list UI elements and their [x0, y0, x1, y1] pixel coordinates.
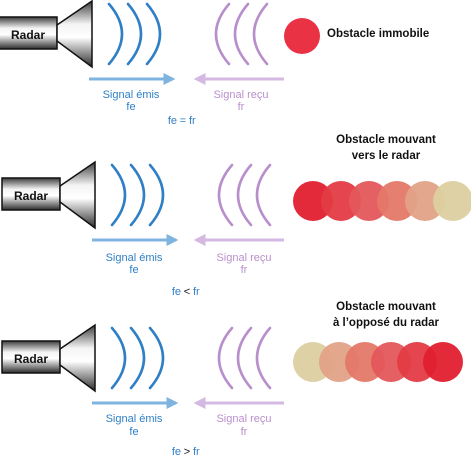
emitted-label: Signal émis — [103, 89, 160, 101]
formula-left: fe — [168, 115, 177, 127]
received-label: Signal reçu — [213, 89, 268, 101]
emitted-wave-arc — [148, 163, 165, 227]
formula-right: fr — [189, 115, 196, 127]
emitted-wave-arc — [129, 326, 146, 390]
reflected-wave-icon — [217, 163, 272, 227]
emitted-sub: fe — [129, 264, 138, 276]
radar-body — [1, 340, 61, 374]
reflected-wave-arc — [217, 163, 234, 227]
obstacle-circle — [405, 181, 445, 221]
obstacle-circle — [321, 181, 361, 221]
emitted-wave-arc — [148, 326, 165, 390]
radar-icon: Radar — [1, 323, 96, 393]
reflected-wave-arc — [252, 2, 269, 66]
received-label: Signal reçu — [216, 252, 271, 264]
formula-left: fe — [172, 286, 181, 298]
emitted-label: Signal émis — [106, 252, 163, 264]
obstacle-circle — [433, 181, 471, 221]
received-sub: fr — [241, 426, 248, 438]
emitted-sub: fe — [126, 101, 135, 113]
emitted-wave-arc — [107, 2, 124, 66]
radar-label: Radar — [14, 352, 48, 366]
emitted-sub: fe — [129, 426, 138, 438]
reflected-wave-arc — [255, 163, 272, 227]
obstacle-circle — [349, 181, 389, 221]
radar-horn — [59, 323, 96, 393]
radar-label: Radar — [14, 189, 48, 203]
formula-operator: < — [184, 286, 190, 298]
emitted-wave-arc — [110, 326, 127, 390]
radar-body — [1, 177, 61, 211]
emitted-wave-arc — [110, 163, 127, 227]
radar-horn — [56, 0, 93, 69]
obstacle-title-line: Obstacle mouvant — [336, 134, 436, 146]
reflected-wave-arc — [214, 2, 231, 66]
reflected-wave-arc — [236, 326, 253, 390]
formula-left: fe — [172, 446, 181, 458]
emitted-wave-icon — [110, 326, 165, 390]
reflected-wave-arc — [255, 326, 272, 390]
received-label: Signal reçu — [216, 413, 271, 425]
obstacle-circle — [423, 342, 463, 382]
reflected-wave-icon — [217, 326, 272, 390]
emitted-wave-icon — [110, 163, 165, 227]
obstacle-title-line: Obstacle immobile — [327, 28, 429, 40]
formula-operator: = — [180, 115, 186, 127]
emitted-wave-arc — [145, 2, 162, 66]
obstacle-circle — [377, 181, 417, 221]
emitted-label: Signal émis — [106, 413, 163, 425]
obstacle-icon — [293, 181, 471, 221]
radar-icon: Radar — [0, 0, 93, 69]
reflected-wave-arc — [233, 2, 250, 66]
reflected-wave-icon — [214, 2, 269, 66]
received-sub: fr — [238, 101, 245, 113]
obstacle-circle — [284, 18, 320, 54]
emitted-wave-icon — [107, 2, 162, 66]
obstacle-circle — [293, 181, 333, 221]
obstacle-title-line: à l’opposé du radar — [333, 317, 440, 329]
obstacle-icon — [284, 18, 320, 54]
formula-right: fr — [193, 286, 200, 298]
received-sub: fr — [241, 264, 248, 276]
emitted-wave-arc — [126, 2, 143, 66]
emitted-wave-arc — [129, 163, 146, 227]
formula-right: fr — [193, 446, 200, 458]
formula-operator: > — [184, 446, 190, 458]
reflected-wave-arc — [236, 163, 253, 227]
radar-label: Radar — [11, 28, 45, 42]
obstacle-icon — [293, 342, 463, 382]
reflected-wave-arc — [217, 326, 234, 390]
radar-icon: Radar — [1, 160, 96, 230]
obstacle-title-line: vers le radar — [352, 150, 421, 162]
obstacle-title-line: Obstacle mouvant — [336, 301, 436, 313]
radar-horn — [59, 160, 96, 230]
